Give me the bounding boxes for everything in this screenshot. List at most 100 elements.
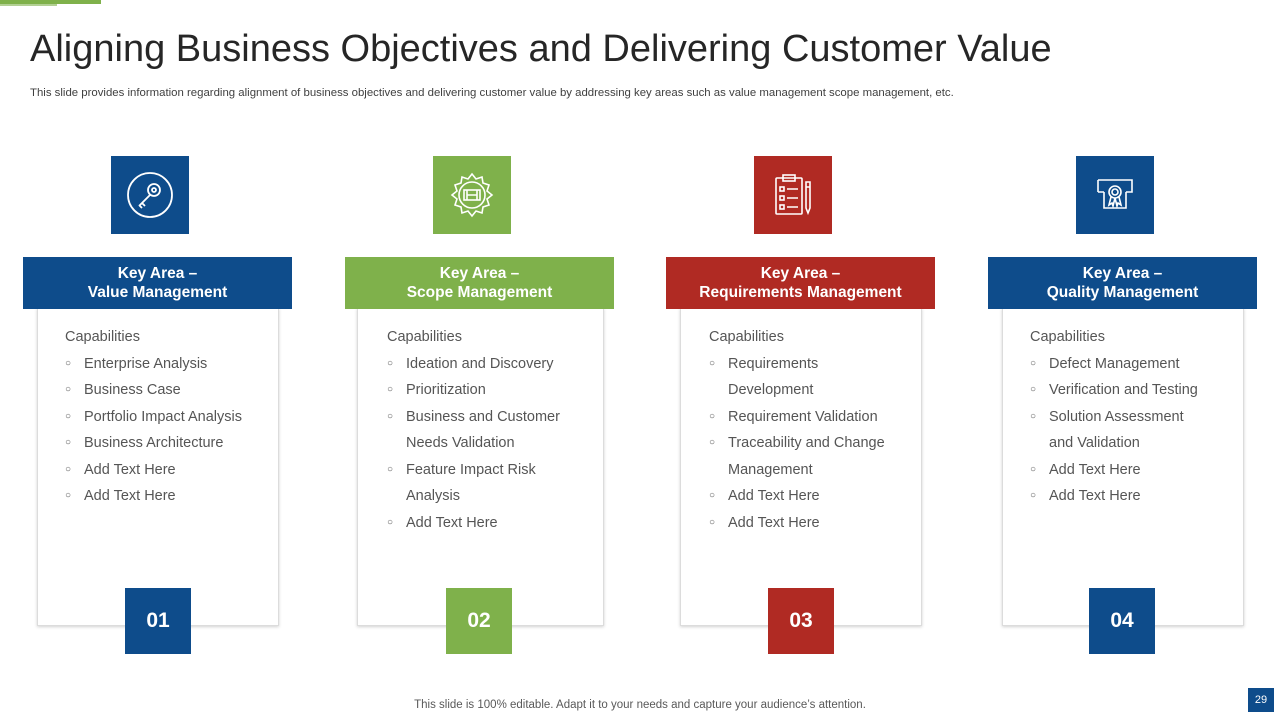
circle-bullet-icon: ○ xyxy=(65,463,72,475)
key-area-header: Key Area – Scope Management xyxy=(345,257,614,309)
key-area-value-management: Key Area – Value Management Capabilities… xyxy=(23,156,293,656)
circle-bullet-icon: ○ xyxy=(387,516,394,528)
list-item: ○ Defect Management xyxy=(1030,351,1210,378)
header-line-2: Value Management xyxy=(87,284,228,301)
circle-bullet-icon: ○ xyxy=(65,437,72,448)
list-item: ○ Solution Assessment and Validation xyxy=(1030,404,1210,457)
key-area-quality-management: Key Area – Quality Management Capabiliti… xyxy=(988,156,1258,656)
circle-bullet-icon: ○ xyxy=(709,357,716,369)
list-item-text: Verification and Testing xyxy=(1049,382,1198,398)
key-area-header: Key Area – Value Management xyxy=(23,257,292,309)
list-item: ○ Business and Customer Needs Validation xyxy=(387,404,572,457)
list-item: ○ Prioritization xyxy=(387,377,572,404)
list-item-text: Enterprise Analysis xyxy=(84,355,208,372)
list-item: ○ Add Text Here xyxy=(65,457,265,484)
capabilities-content: Capabilities ○ Enterprise Analysis ○ Busin… xyxy=(65,324,265,510)
list-item: ○ Add Text Here xyxy=(709,483,894,510)
list-item-text: Business Case xyxy=(84,382,181,398)
circle-bullet-icon: ○ xyxy=(65,384,72,395)
list-item-text: Ideation and Discovery xyxy=(406,355,554,372)
icon-box xyxy=(1076,156,1154,234)
header-line-1: Key Area – xyxy=(439,265,520,282)
list-item-text: Add Text Here xyxy=(406,514,498,531)
list-item-text: Traceability and Change Management xyxy=(728,435,885,478)
icon-box xyxy=(111,156,189,234)
accent-bar-line xyxy=(0,4,57,6)
slide-footer: This slide is 100% editable. Adapt it to… xyxy=(414,699,866,711)
circle-bullet-icon: ○ xyxy=(387,384,394,395)
list-item-text: Add Text Here xyxy=(84,461,176,478)
header-line-1: Key Area – xyxy=(1082,265,1163,282)
certificate-icon xyxy=(1097,179,1133,209)
list-item-text: Add Text Here xyxy=(1049,488,1141,504)
circle-bullet-icon: ○ xyxy=(1030,410,1037,422)
header-line-2: Quality Management xyxy=(1046,284,1199,301)
list-item: ○ Enterprise Analysis xyxy=(65,351,265,378)
list-item-text: Add Text Here xyxy=(1049,461,1141,478)
slide-title: Aligning Business Objectives and Deliver… xyxy=(30,28,1052,70)
list-item: ○Add Text Here xyxy=(65,483,265,510)
list-item-text: Defect Management xyxy=(1049,355,1180,372)
list-item: ○ Add Text Here xyxy=(1030,457,1210,484)
icon-box xyxy=(754,156,832,234)
list-item: ○Traceability and Change Management xyxy=(709,430,894,483)
circle-bullet-icon: ○ xyxy=(1030,463,1037,475)
capabilities-list: ○ Defect Management ○ Verification and Tes… xyxy=(1030,351,1210,510)
circle-bullet-icon: ○ xyxy=(65,357,72,369)
clipboard-icon xyxy=(775,174,811,216)
list-item-text: Business Architecture xyxy=(84,435,224,451)
accent-bar xyxy=(0,0,101,4)
circle-bullet-icon: ○ xyxy=(387,410,394,422)
header-line-1: Key Area – xyxy=(117,265,198,282)
capabilities-list: ○ Enterprise Analysis ○ Business Case ○ Por… xyxy=(65,351,265,510)
list-item-text: Add Text Here xyxy=(728,514,820,531)
list-item-text: Prioritization xyxy=(406,382,486,398)
list-item-text: Feature Impact Risk Analysis xyxy=(406,461,536,505)
key-area-requirements-management: Key Area – Requirements Management Capab… xyxy=(666,156,936,656)
circle-bullet-icon: ○ xyxy=(1030,384,1037,395)
key-area-number: 04 xyxy=(1089,588,1155,654)
capabilities-label: Capabilities xyxy=(709,329,784,345)
capabilities-list: ○Ideation and Discovery ○Prioritization … xyxy=(387,351,572,537)
key-area-header: Key Area – Requirements Management xyxy=(666,257,935,309)
list-item: ○ Portfolio Impact Analysis xyxy=(65,404,265,431)
list-item: ○Add Text Here xyxy=(709,510,894,537)
circle-bullet-icon: ○ xyxy=(387,357,394,369)
page-number: 29 xyxy=(1248,688,1274,712)
key-area-scope-management: Key Area – Scope Management Capabilities… xyxy=(345,156,615,656)
capabilities-card xyxy=(680,308,922,626)
capabilities-content: Capabilities ○ Requirements Development ○… xyxy=(709,324,894,536)
list-item: ○ Business Architecture xyxy=(65,430,265,457)
circle-bullet-icon: ○ xyxy=(709,490,716,501)
capabilities-list: ○ Requirements Development ○ Requirement V… xyxy=(709,351,894,537)
capabilities-card xyxy=(37,308,279,626)
circle-bullet-icon: ○ xyxy=(1030,490,1037,501)
list-item-text: Add Text Here xyxy=(84,488,176,504)
capabilities-label: Capabilities xyxy=(1030,329,1105,345)
circle-bullet-icon: ○ xyxy=(387,463,394,475)
circle-bullet-icon: ○ xyxy=(65,410,72,422)
header-line-2: Requirements Management xyxy=(699,284,902,301)
list-item-text: Portfolio Impact Analysis xyxy=(84,408,242,425)
list-item-text: Business and Customer Needs Validation xyxy=(406,408,560,452)
gear-icon xyxy=(450,172,494,218)
list-item: ○ Requirements Development xyxy=(709,351,894,404)
key-icon xyxy=(127,172,173,218)
capabilities-content: Capabilities ○ Defect Management ○ Verific… xyxy=(1030,324,1210,510)
capabilities-card xyxy=(1002,308,1244,626)
capabilities-label: Capabilities xyxy=(65,329,140,345)
list-item: ○ Verification and Testing xyxy=(1030,377,1210,404)
key-area-number: 01 xyxy=(125,588,191,654)
list-item-text: Requirements Development xyxy=(728,355,819,399)
list-item-text: Add Text Here xyxy=(728,488,820,504)
circle-bullet-icon: ○ xyxy=(709,410,716,422)
key-area-number: 02 xyxy=(446,588,512,654)
list-item: ○ Add Text Here xyxy=(387,510,572,537)
list-item-text: Requirement Validation xyxy=(728,408,878,425)
key-area-header: Key Area – Quality Management xyxy=(988,257,1257,309)
list-item-text: Solution Assessment and Validation xyxy=(1049,408,1184,452)
capabilities-content: Capabilities ○Ideation and Discovery ○Pr… xyxy=(387,324,572,536)
slide-subtitle: This slide provides information regardin… xyxy=(30,87,954,99)
header-line-1: Key Area – xyxy=(760,265,841,282)
circle-bullet-icon: ○ xyxy=(1030,357,1037,369)
